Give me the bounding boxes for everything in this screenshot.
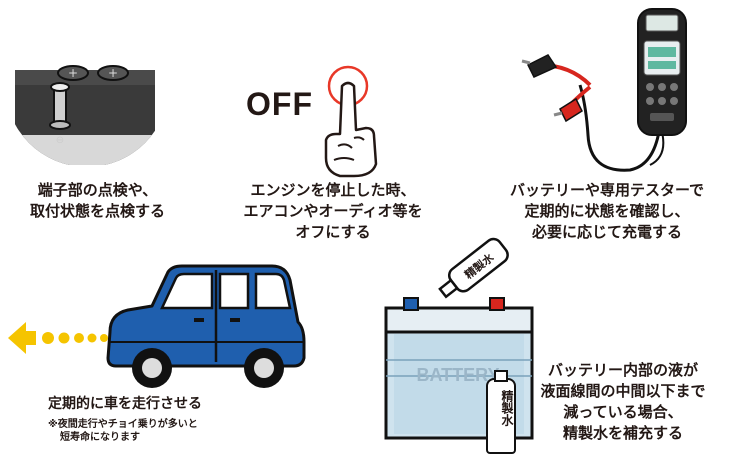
- tip-2-line-2: エアコンやオーディオ等を: [243, 202, 423, 220]
- water-bottle-cap: [494, 370, 508, 382]
- svg-text:+: +: [108, 66, 118, 80]
- pointing-hand-icon: [324, 65, 378, 178]
- svg-text:⊖: ⊖: [56, 135, 64, 146]
- tip-4-note-1: ※夜間走行やチョイ乗りが多いと: [48, 419, 198, 430]
- tip-3-caption: バッテリーや専用テスターで 定期的に状態を確認し、 必要に応じて充電する: [492, 180, 722, 243]
- water-bottle: 精製水: [486, 370, 516, 454]
- tip-4-caption: 定期的に車を走行させる ※夜間走行やチョイ乗りが多いと 短寿命になります: [48, 394, 248, 444]
- water-bottle-label: 精製水: [500, 390, 514, 426]
- tip-5-line-4: 精製水を補充する: [562, 424, 683, 442]
- tip-2-line-1: エンジンを停止した時、: [250, 181, 416, 199]
- off-label: OFF: [246, 86, 313, 122]
- tip-3-line-3: 必要に応じて充電する: [531, 223, 682, 241]
- battery-label: BATTERY: [417, 365, 500, 385]
- svg-text:+: +: [68, 66, 78, 80]
- battery-tester-illustration: [521, 8, 687, 172]
- car-illustration: [106, 264, 306, 388]
- tip-5-line-1: バッテリー内部の液が: [547, 361, 698, 379]
- tip-4-line-1: 定期的に車を走行させる: [48, 396, 202, 412]
- tip-5-line-2: 液面線間の中間以下まで: [540, 382, 706, 400]
- tip-2-line-3: オフにする: [295, 223, 371, 241]
- tip-3-line-1: バッテリーや専用テスターで: [509, 181, 705, 199]
- tip-1-line-1: 端子部の点検や、: [37, 181, 158, 199]
- tip-5-caption: バッテリー内部の液が 液面線間の中間以下まで 減っている場合、 精製水を補充する: [518, 360, 728, 444]
- tip-5-line-3: 減っている場合、: [563, 403, 683, 421]
- tip-1-line-2: 取付状態を点検する: [29, 202, 165, 220]
- tip-1-caption: 端子部の点検や、 取付状態を点検する: [10, 180, 185, 222]
- battery-terminal-illustration: + + ⊖: [5, 15, 169, 167]
- motion-arrow-icon: [8, 322, 108, 354]
- tip-3-line-2: 定期的に状態を確認し、: [524, 202, 690, 220]
- tip-2-caption: エンジンを停止した時、 エアコンやオーディオ等を オフにする: [228, 180, 438, 243]
- tip-4-note-2: 短寿命になります: [60, 432, 140, 443]
